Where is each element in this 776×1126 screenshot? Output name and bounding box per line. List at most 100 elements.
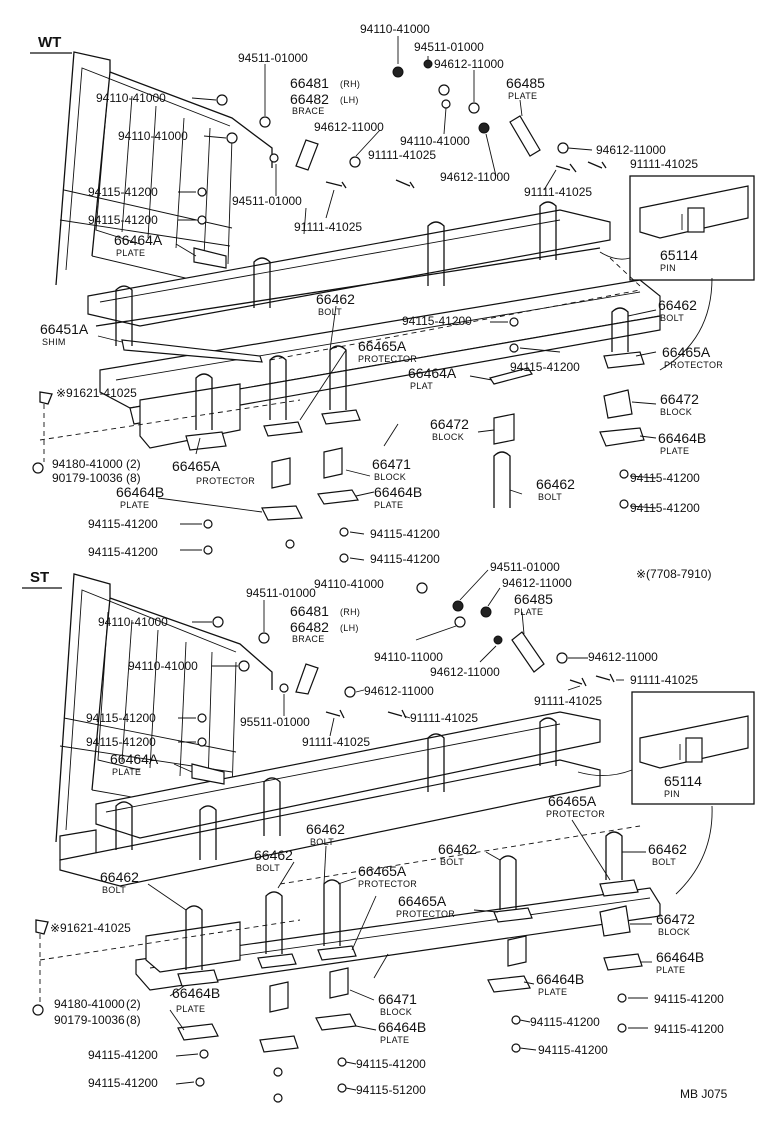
- wt-label-66482: 66482: [290, 91, 329, 107]
- wt-label-66485: 66485: [506, 75, 545, 91]
- wt-label-94110-41000-l1: 94110-41000: [96, 91, 166, 105]
- wt-block-66472-part: [603, 389, 633, 419]
- wt-label-66464B-l: 66464B: [116, 484, 164, 500]
- st-label-94115-51200: 94115-51200: [356, 1083, 426, 1097]
- wt-label-66471-block: BLOCK: [374, 472, 406, 482]
- st-labels: 94511-01000 94612-11000 94511-01000 9411…: [50, 560, 724, 1097]
- st-label-91111-41025-b: 91111-41025: [534, 694, 602, 708]
- st-label-66464B-c-plate: PLATE: [538, 987, 567, 997]
- wt-label-91621-41025: ※91621-41025: [56, 386, 137, 400]
- wt-label-66464B-c: 66464B: [374, 484, 422, 500]
- wt-label-66481: 66481: [290, 75, 329, 91]
- st-label-94110-41000-l1: 94110-41000: [98, 615, 168, 629]
- st-label-66465A-b-protector: PROTECTOR: [396, 909, 455, 919]
- wt-label-66464B-r: 66464B: [658, 430, 706, 446]
- st-label-brace: BRACE: [292, 634, 325, 644]
- st-label-66464B-b-plate: PLATE: [380, 1035, 409, 1045]
- wt-label-94612-11000-a: 94612-11000: [434, 57, 504, 71]
- st-plate-66464B-l-part: [177, 1023, 219, 1041]
- st-label-66485-name: PLATE: [514, 607, 543, 617]
- wt-label-94612-11000-b: 94612-11000: [314, 120, 384, 134]
- st-label-66462-c: 66462: [306, 821, 345, 837]
- st-label-66462-r-bolt: BOLT: [652, 857, 676, 867]
- st-protectors: [177, 879, 639, 987]
- wt-label-94115-41200-a: 94115-41200: [88, 185, 158, 199]
- st-label-94180-qty: (2): [126, 997, 141, 1011]
- st-label-66465A-b: 66465A: [398, 893, 447, 909]
- wt-label-94110-41000-c: 94110-41000: [400, 134, 470, 148]
- wt-label-94180-41000: 94180-41000: [52, 457, 123, 471]
- wt-label-94115-41200-f: 94115-41200: [630, 501, 700, 515]
- st-label-91111-41025-c: 91111-41025: [410, 711, 478, 725]
- drawing-code: MB J075: [680, 1087, 728, 1101]
- st-label-66465A-r-protector: PROTECTOR: [546, 809, 605, 819]
- st-label-66464B-b: 66464B: [378, 1019, 426, 1035]
- st-label-95511-01000: 95511-01000: [240, 715, 310, 729]
- st-label-66462-l-bolt: BOLT: [256, 863, 280, 873]
- st-plate-66464A-part: [191, 763, 225, 785]
- st-label-66472-block: BLOCK: [658, 927, 690, 937]
- st-section-title: ST: [30, 569, 49, 586]
- wt-leaders: [97, 36, 657, 561]
- st-label-66462-l2: 66462: [100, 869, 139, 885]
- st-label-94110-11000: 94110-11000: [374, 650, 443, 664]
- st-label-66471: 66471: [378, 991, 417, 1007]
- wt-label-66465A-a-protector: PROTECTOR: [358, 354, 417, 364]
- st-label-66464B-c: 66464B: [536, 971, 584, 987]
- st-label-66464B-l: 66464B: [172, 985, 220, 1001]
- wt-label-66472-c: 66472: [430, 416, 469, 432]
- st-label-66462-r: 66462: [648, 841, 687, 857]
- st-label-66462-c-bolt: BOLT: [310, 837, 334, 847]
- wt-label-94110-41000-l2: 94110-41000: [118, 129, 188, 143]
- wt-rack-frame: [55, 51, 273, 291]
- wt-brace-part: [295, 139, 319, 171]
- st-label-94115-41200-b: 94115-41200: [86, 735, 156, 749]
- wt-inset-box: [599, 175, 755, 371]
- wt-label-94110-41000-top: 94110-41000: [360, 22, 430, 36]
- wt-brace-plates: [121, 115, 645, 521]
- wt-label-brace: BRACE: [292, 106, 325, 116]
- wt-label-66464B-c-plate: PLATE: [374, 500, 403, 510]
- wt-label-66465A-r: 66465A: [662, 344, 711, 360]
- wt-label-94115-41200-h: 94115-41200: [370, 527, 440, 541]
- st-inset-box: [577, 691, 755, 895]
- wt-label-91111-41025-r: 91111-41025: [630, 157, 698, 171]
- st-label-94115-41200-a: 94115-41200: [86, 711, 156, 725]
- wt-label-66481-note: (RH): [340, 79, 360, 89]
- wt-label-66462-b-bolt: BOLT: [538, 492, 562, 502]
- st-label-66462-m-bolt: BOLT: [440, 857, 464, 867]
- st-section: ST ※(7708-7910): [22, 539, 755, 1103]
- st-label-94612-11000-r: 94612-11000: [588, 650, 658, 664]
- wt-label-94612-11000-r: 94612-11000: [596, 143, 666, 157]
- wt-block-66471b-part: [323, 447, 343, 479]
- wt-label-66451A: 66451A: [40, 321, 89, 337]
- wt-label-94180-qty: (2): [126, 457, 141, 471]
- wt-label-66465A-b: 66465A: [172, 458, 221, 474]
- wt-label-66464A-plate: PLATE: [116, 248, 145, 258]
- wt-shim-part: [121, 339, 263, 363]
- st-label-90179-qty: (8): [126, 1013, 141, 1027]
- st-label-94110-41000-b: 94110-41000: [314, 577, 384, 591]
- wt-label-66462-a: 66462: [316, 291, 355, 307]
- wt-label-65114-pin: PIN: [660, 263, 676, 273]
- wt-block-66471-part: [271, 457, 291, 489]
- wt-label-91111-41025-c: 91111-41025: [294, 220, 362, 234]
- wt-label-94115-41200-j: 94115-41200: [370, 552, 440, 566]
- st-label-94612-11000-b: 94612-11000: [430, 665, 500, 679]
- st-label-66465A-a: 66465A: [358, 863, 407, 879]
- st-label-66485: 66485: [514, 591, 553, 607]
- st-label-66481: 66481: [290, 603, 329, 619]
- st-label-94115-41200-e: 94115-41200: [654, 1022, 724, 1036]
- wt-label-94511-01000-b: 94511-01000: [238, 51, 308, 65]
- st-plate-66485-part: [511, 631, 545, 673]
- wt-plate-66485-part: [509, 115, 541, 157]
- st-label-66471-block: BLOCK: [380, 1007, 412, 1017]
- st-block-66471-part: [269, 981, 289, 1013]
- wt-label-90179-10036: 90179-10036: [52, 471, 123, 485]
- wt-label-91111-41025-b: 91111-41025: [524, 185, 592, 199]
- st-label-91111-41025-d: 91111-41025: [302, 735, 370, 749]
- st-label-94110-41000-l2: 94110-41000: [128, 659, 198, 673]
- st-label-66462-l: 66462: [254, 847, 293, 863]
- wt-label-66485-name: PLATE: [508, 91, 537, 101]
- st-label-66482-note: (LH): [340, 623, 359, 633]
